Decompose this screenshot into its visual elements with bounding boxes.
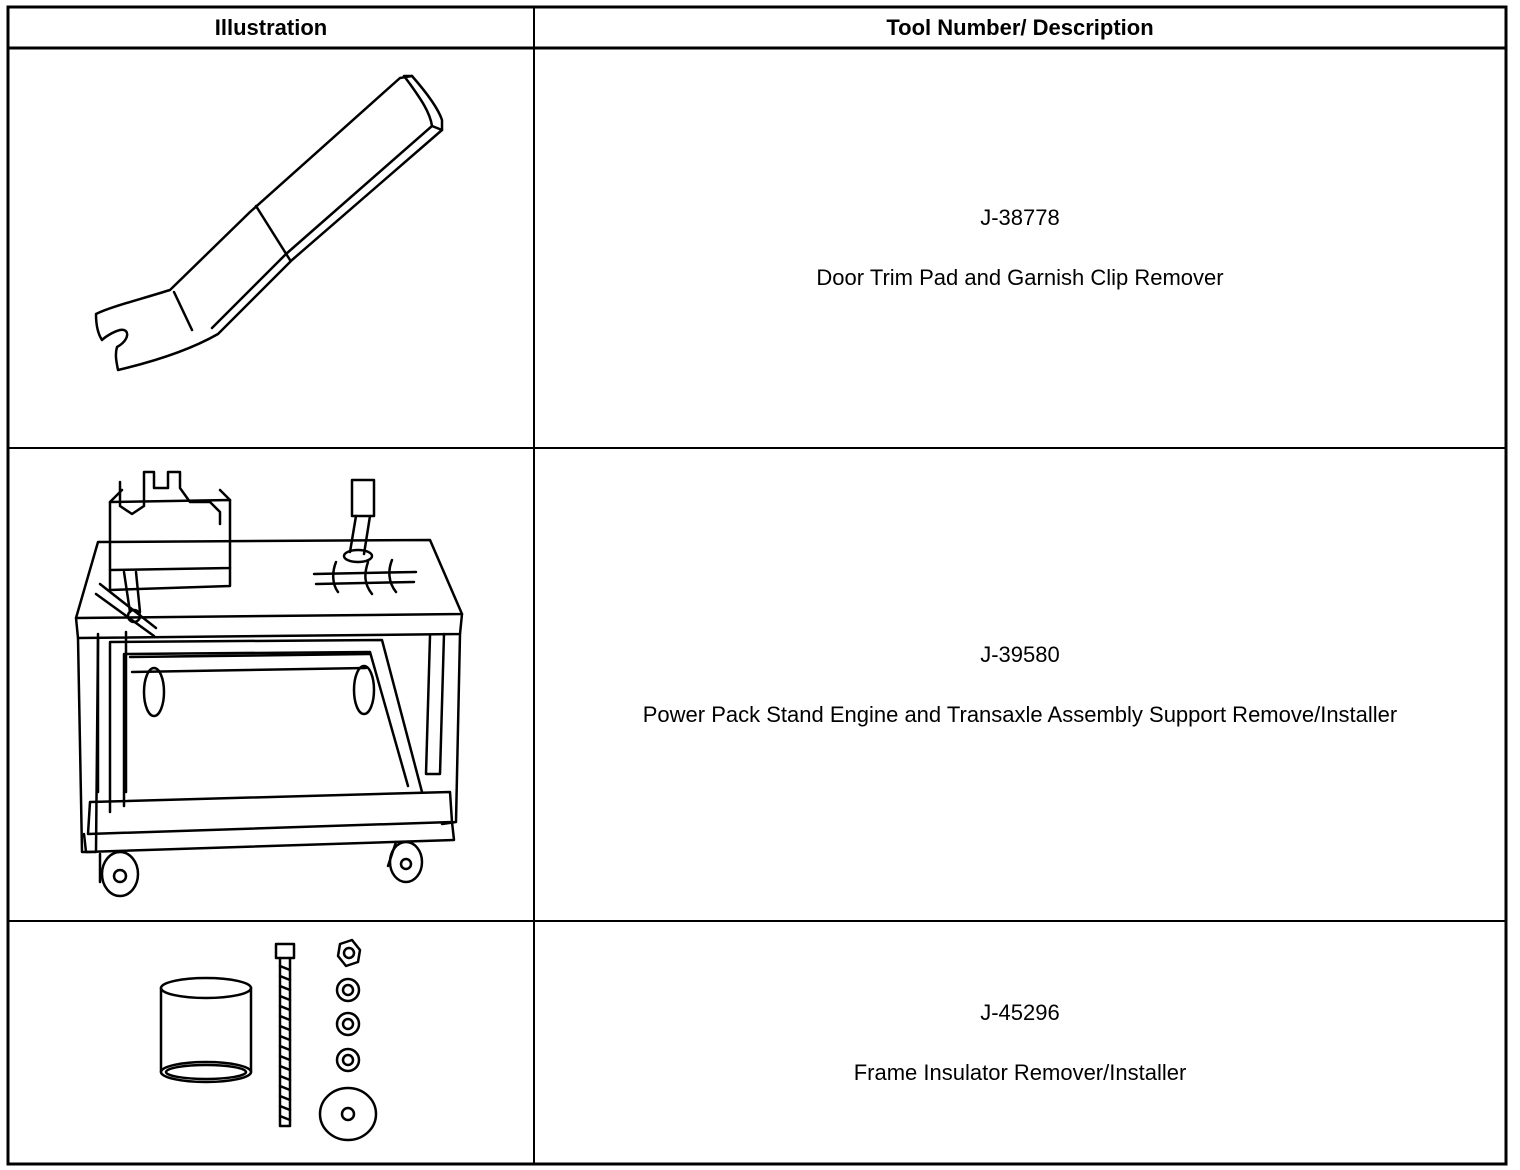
tool-description: Door Trim Pad and Garnish Clip Remover	[816, 265, 1224, 290]
header-tool-description: Tool Number/ Description	[886, 15, 1154, 40]
engine-stand-icon	[70, 462, 470, 902]
pry-tool-icon	[90, 72, 450, 372]
tool-description: Frame Insulator Remover/Installer	[853, 1059, 1187, 1085]
tool-number: J-39580	[980, 641, 1060, 667]
tool-number: J-38778	[980, 205, 1060, 230]
insulator-tool-kit-icon	[158, 936, 388, 1136]
header-illustration: Illustration	[214, 15, 328, 40]
tool-description: Power Pack Stand Engine and Transaxle As…	[642, 701, 1398, 727]
tool-number: J-45296	[980, 999, 1060, 1025]
